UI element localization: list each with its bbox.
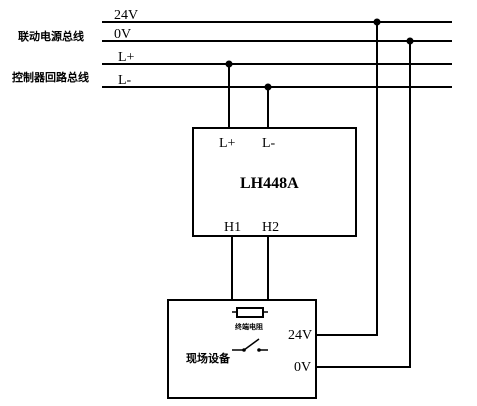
switch-contact-left [242, 348, 246, 352]
switch-contact-right [257, 348, 261, 352]
field-24v-terminal: 24V [288, 328, 312, 343]
field-device-name: 现场设备 [186, 351, 231, 365]
bus-0v-label: 0V [114, 27, 131, 42]
field-0v-terminal: 0V [294, 360, 311, 375]
module-lplus-terminal: L+ [219, 136, 236, 151]
bus-lminus-label: L- [118, 73, 132, 88]
field-device-box [167, 299, 317, 399]
bus-24v-label: 24V [114, 8, 138, 23]
module-name: LH448A [240, 175, 299, 192]
terminal-resistor [236, 307, 264, 318]
module-box [192, 127, 357, 237]
wire-0v-drop [316, 41, 411, 368]
power-bus-label: 联动电源总线 [18, 29, 84, 43]
module-h1-terminal: H1 [224, 220, 241, 235]
bus-lplus-label: L+ [118, 50, 135, 65]
terminal-resistor-label: 终端电阻 [235, 322, 263, 331]
module-h2-terminal: H2 [262, 220, 279, 235]
module-lminus-terminal: L- [262, 136, 276, 151]
wire-24v-drop [316, 22, 378, 336]
control-bus-label: 控制器回路总线 [12, 70, 89, 84]
switch-blade [243, 338, 260, 351]
